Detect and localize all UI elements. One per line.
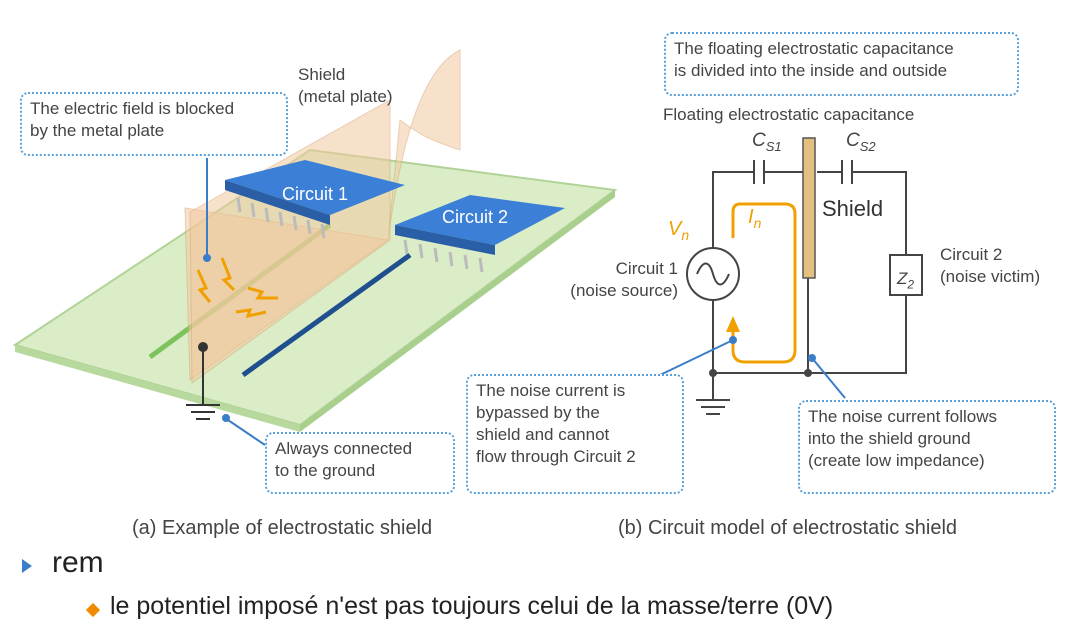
circuit2-chip — [395, 195, 565, 273]
wire-left-top — [712, 171, 754, 248]
circuit-model — [659, 137, 923, 415]
caption-b: (b) Circuit model of electrostatic shiel… — [618, 517, 958, 539]
callout-ground: Always connected to the ground — [265, 432, 455, 494]
cs2-label: CS2 — [846, 130, 876, 154]
callout-shield-ground: The noise current follows into the shiel… — [798, 400, 1056, 494]
callout-bypass: The noise current is bypassed by the shi… — [466, 374, 684, 494]
shield-label: Shield (metal plate) — [298, 65, 393, 106]
bullet-main-text: rem — [52, 546, 104, 579]
shield-circuit-label: Shield — [822, 196, 884, 221]
circuit1-source-label: Circuit 1 (noise source) — [570, 259, 678, 300]
cs1-label: CS1 — [752, 130, 782, 154]
noise-current-loop — [731, 202, 797, 364]
in-label: In — [748, 206, 762, 231]
electric-field-bolts — [196, 257, 278, 319]
callout-field-blocked: The electric field is blocked by the met… — [20, 92, 288, 156]
callout-floating-capacitance: The floating electrostatic capacitance i… — [664, 32, 1019, 96]
shield-bar — [802, 137, 816, 279]
caption-a: (a) Example of electrostatic shield — [132, 517, 433, 539]
bullet-diamond — [85, 602, 101, 618]
bullet-triangle — [22, 559, 32, 573]
vn-label: Vn — [668, 218, 690, 243]
z2-impedance — [889, 254, 923, 296]
floating-capacitance-title: Floating electrostatic capacitance — [663, 105, 915, 124]
pcb-illustration — [12, 49, 618, 446]
circuit2-victim-label: Circuit 2 (noise victim) — [940, 245, 1041, 286]
z2-label: Z2 — [897, 269, 915, 292]
trace-blue — [241, 252, 412, 378]
circuit2-label: Circuit 2 — [442, 207, 509, 227]
circuit1-chip — [225, 160, 405, 239]
bullet-sub-text: le potentiel imposé n'est pas toujours c… — [110, 592, 834, 620]
noise-source-symbol — [686, 247, 740, 301]
ground-symbol-left — [186, 342, 220, 420]
circuit1-label: Circuit 1 — [282, 184, 349, 204]
